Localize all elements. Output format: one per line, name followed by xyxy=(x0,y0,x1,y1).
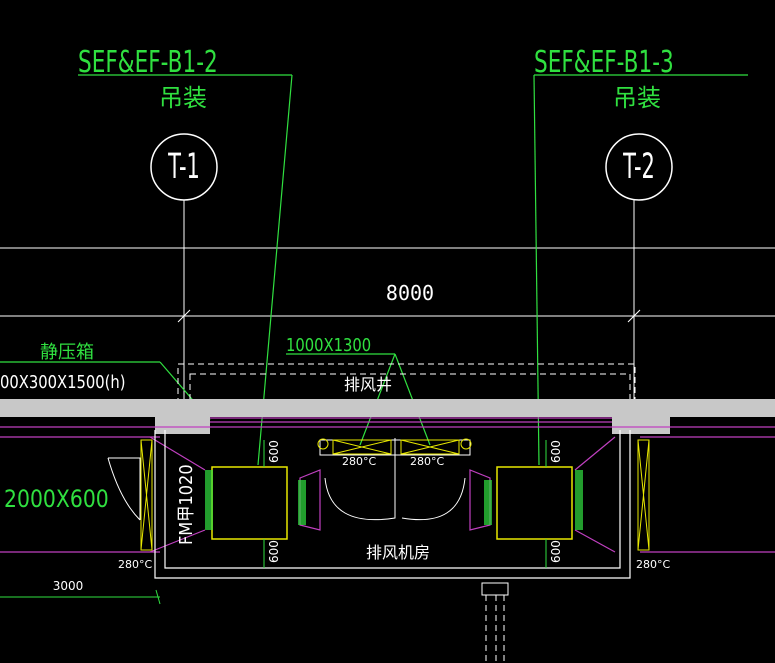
damper-icon xyxy=(317,438,472,455)
construction-lines xyxy=(0,247,775,317)
fan-room-outline xyxy=(154,430,631,579)
clearance-4: 600 xyxy=(549,540,563,563)
door-label: FM甲1020 xyxy=(176,464,197,545)
fan-icon xyxy=(205,466,306,540)
dimension-left: 3000 xyxy=(53,579,84,593)
callout-note-right: 吊装 xyxy=(613,84,661,112)
lower-structure xyxy=(481,582,509,663)
wall-slab xyxy=(0,399,775,434)
plenum-size-label: 00X300X1500(h) xyxy=(0,372,125,393)
fan-icon xyxy=(484,466,583,540)
dimension-main: 8000 xyxy=(386,281,434,305)
axis-bubble-t2: T-2 xyxy=(605,133,673,201)
clearance-dims xyxy=(263,440,547,568)
damper-temp-3: 280°C xyxy=(118,558,152,571)
clearance-2: 600 xyxy=(267,540,281,563)
axis-label-t1: T-1 xyxy=(167,145,200,186)
callout-note-left: 吊装 xyxy=(159,84,207,112)
axis-bubble-t1: T-1 xyxy=(150,133,218,201)
hinged-door-icon xyxy=(107,457,141,521)
axis-label-t2: T-2 xyxy=(622,145,655,186)
damper-temp-2: 280°C xyxy=(410,455,444,468)
room-label: 排风机房 xyxy=(366,543,430,562)
duct-fittings xyxy=(319,438,471,521)
duct-size-label: 1000X1300 xyxy=(286,335,371,356)
damper-temp-4: 280°C xyxy=(636,558,670,571)
clearance-1: 600 xyxy=(267,440,281,463)
duct-lines xyxy=(0,417,775,553)
axis-lines xyxy=(177,200,641,420)
left-duct-size: 2000X600 xyxy=(4,485,109,513)
plenum-label: 静压箱 xyxy=(40,342,94,363)
callout-code-right: SEF&EF-B1-3 xyxy=(534,46,674,80)
clearance-3: 600 xyxy=(549,440,563,463)
damper-temp-1: 280°C xyxy=(342,455,376,468)
callout-code-left: SEF&EF-B1-2 xyxy=(78,46,218,80)
wall-openings xyxy=(140,439,650,551)
shaft-label: 排风井 xyxy=(344,375,392,394)
dimension-left-line xyxy=(0,589,161,605)
